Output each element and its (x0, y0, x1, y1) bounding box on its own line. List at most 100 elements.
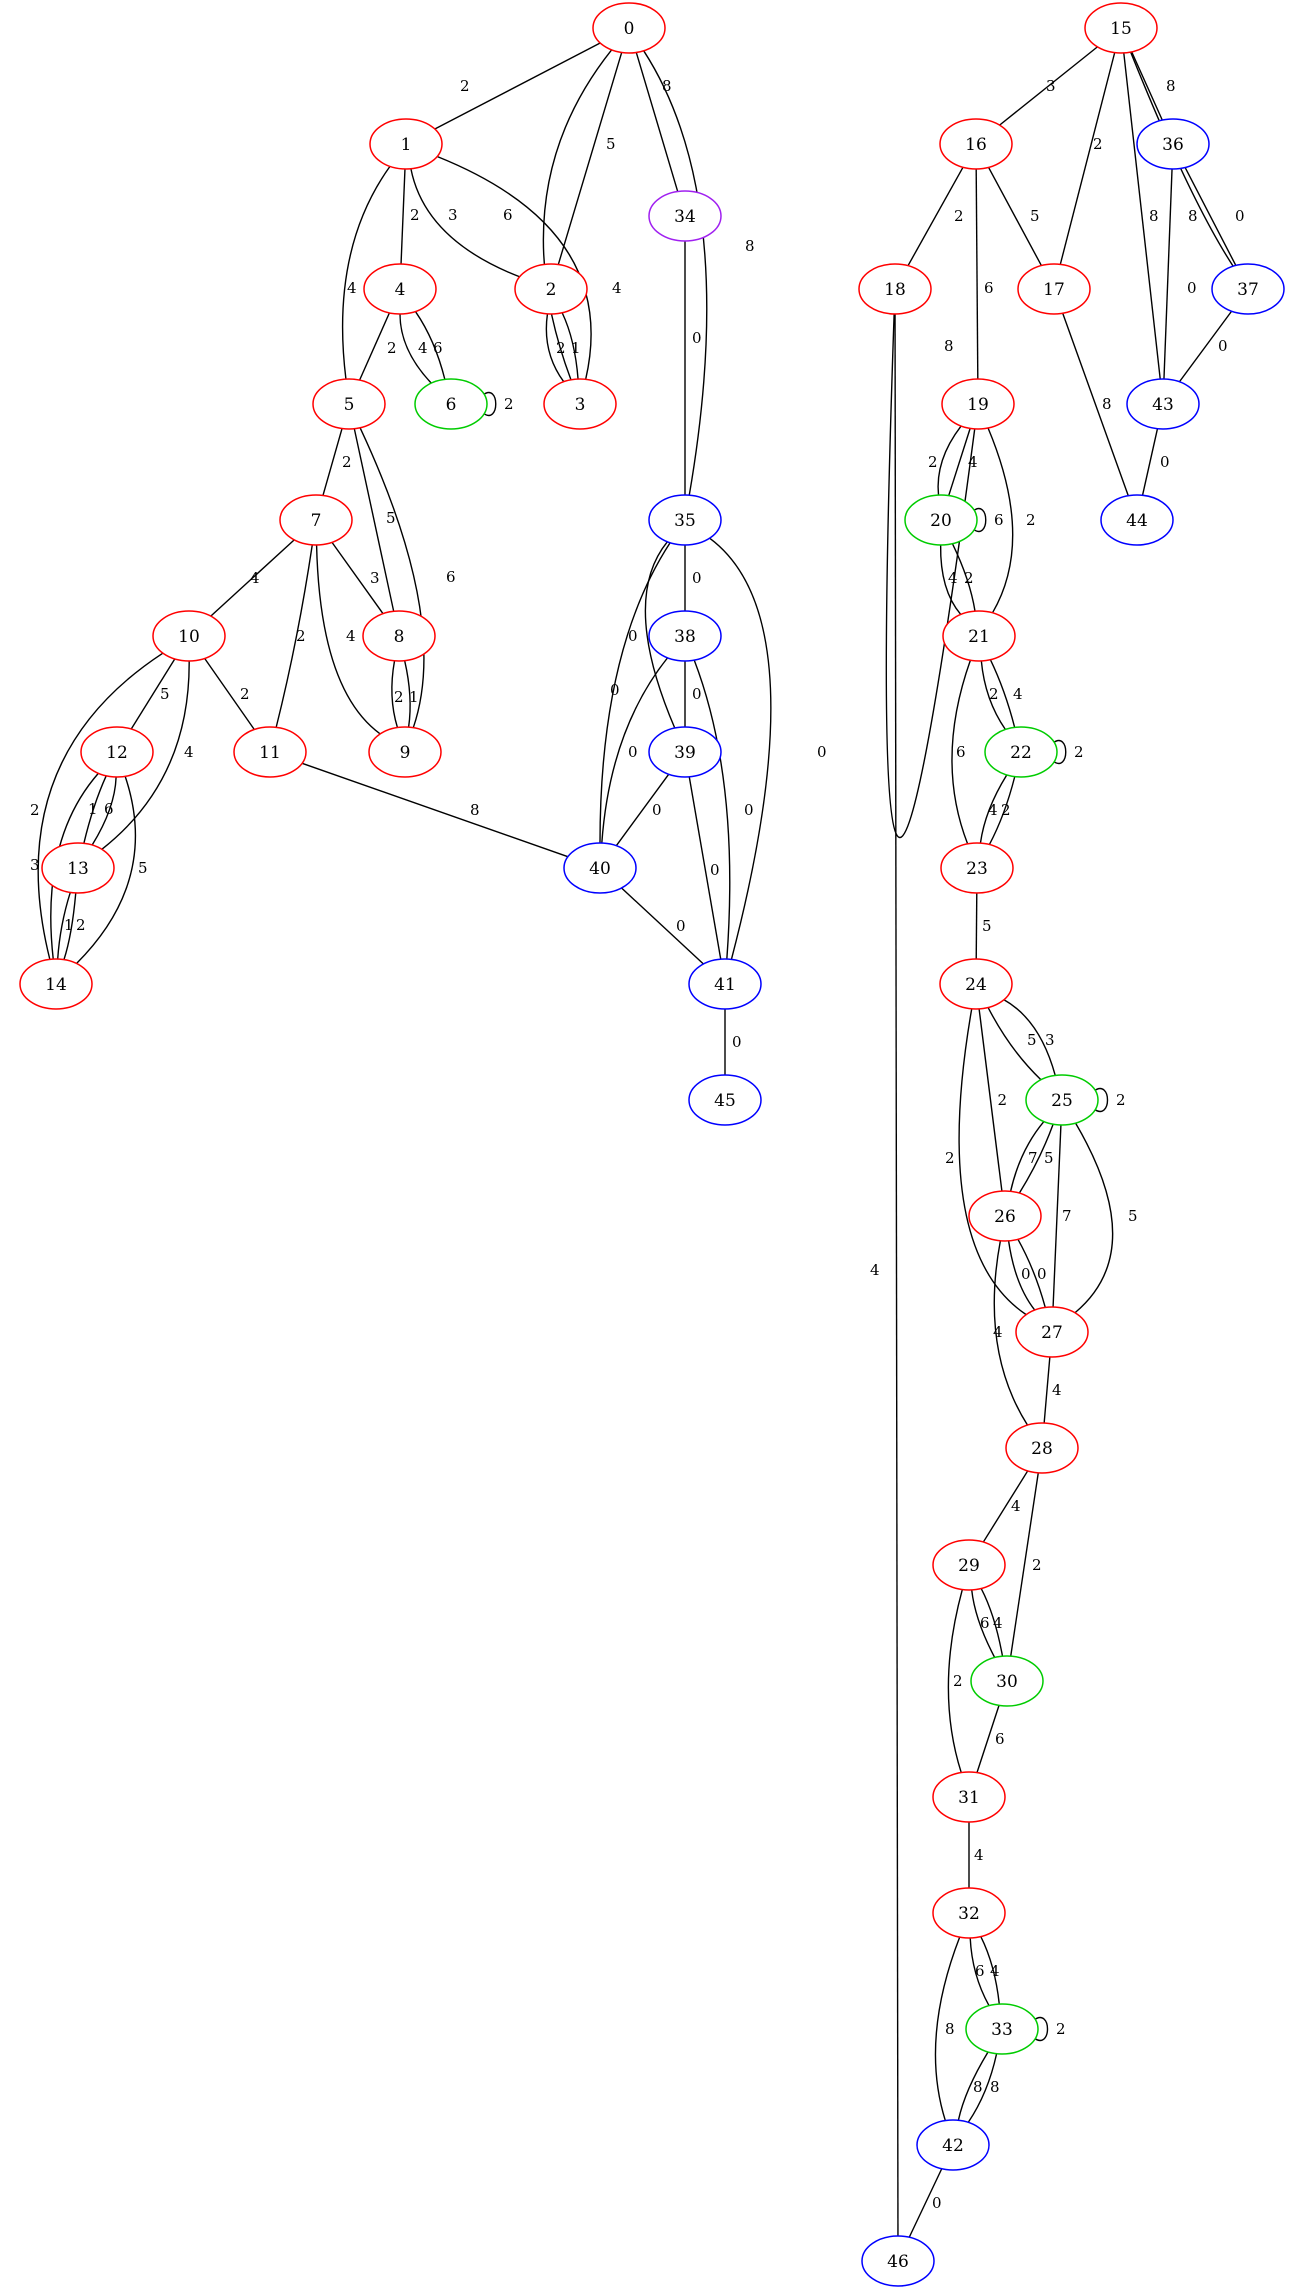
node-22: 22 (984, 726, 1058, 778)
edge-21-22: 2 (980, 660, 1006, 730)
edge-0-3: 6 (503, 49, 613, 381)
edge-line (987, 1007, 1042, 1081)
node-label: 35 (674, 511, 696, 531)
edge-line (644, 541, 676, 729)
node-label: 46 (887, 2252, 909, 2272)
node-32: 32 (932, 1887, 1006, 1939)
edge-label: 6 (433, 339, 443, 357)
node-label: 19 (967, 395, 989, 415)
edge-line (979, 774, 1008, 844)
edge-29-30: 6 (971, 1589, 996, 1658)
edge-22-23: 2 (988, 776, 1016, 845)
edge-label: 2 (460, 77, 470, 95)
node-11: 11 (233, 726, 307, 778)
edge-label: 0 (744, 801, 754, 819)
edge-31-32: 4 (968, 1822, 984, 1888)
node-30: 30 (970, 1655, 1044, 1707)
edge-line (76, 776, 137, 964)
edge-29-30: 4 (980, 1588, 1004, 1657)
node-label: 7 (311, 511, 322, 531)
edge-label: 6 (503, 206, 513, 224)
node-15: 15 (1084, 2, 1158, 54)
node-12: 12 (80, 726, 154, 778)
edge-line (958, 1008, 1027, 1316)
node-ellipse (80, 726, 154, 778)
edge-20-21: 4 (939, 544, 962, 615)
node-ellipse (1005, 1422, 1079, 1474)
edge-line (399, 313, 432, 384)
node-ellipse (858, 263, 932, 315)
node-44: 44 (1100, 494, 1174, 546)
edge-label: 4 (974, 1846, 984, 1864)
edge-line (993, 1240, 1029, 1426)
node-1: 1 (369, 118, 443, 170)
edge-35-39: 0 (628, 541, 676, 729)
node-label: 43 (1152, 395, 1174, 415)
node-label: 11 (259, 743, 281, 763)
edge-line (1003, 999, 1056, 1076)
edge-26-27: 0 (1017, 1238, 1047, 1308)
node-2: 2 (514, 263, 588, 315)
edge-33-33: 2 (1033, 2017, 1066, 2041)
edge-line (643, 50, 708, 496)
node-8: 8 (362, 610, 436, 662)
edge-line (545, 313, 565, 383)
edge-line (410, 168, 520, 278)
edge-label: 8 (944, 337, 954, 355)
edge-label: 2 (504, 395, 514, 413)
edge-label: 1 (571, 339, 581, 357)
edge-line (969, 1937, 990, 2007)
edge-line (130, 658, 176, 730)
node-label: 45 (714, 1091, 736, 1111)
edge-label: 2 (953, 1672, 963, 1690)
node-ellipse (932, 1539, 1006, 1591)
node-label: 25 (1051, 1091, 1073, 1111)
edge-label: 2 (1001, 801, 1011, 819)
edge-label: 2 (240, 685, 250, 703)
edge-label: 3 (448, 206, 458, 224)
node-ellipse (648, 726, 722, 778)
node-label: 32 (958, 1904, 980, 1924)
edge-label: 2 (1093, 135, 1103, 153)
edge-line (934, 1936, 961, 2121)
edge-line (1074, 1122, 1114, 1314)
edge-label: 2 (556, 339, 566, 357)
edge-line (482, 392, 497, 416)
node-27: 27 (1015, 1306, 1089, 1358)
node-label: 14 (45, 975, 67, 995)
edge-label: 2 (964, 569, 974, 587)
edge-27-28: 4 (1043, 1356, 1062, 1424)
edge-18-19: 4 (870, 313, 976, 1279)
node-17: 17 (1017, 263, 1091, 315)
node-ellipse (968, 1190, 1042, 1242)
edge-line (56, 892, 71, 960)
edge-line (403, 660, 411, 728)
edge-label: 2 (945, 1149, 955, 1167)
edge-line (436, 155, 592, 380)
node-label: 22 (1010, 743, 1032, 763)
edge-17-44: 8 (1062, 313, 1129, 496)
edge-12-13: 6 (91, 776, 117, 846)
node-ellipse (152, 610, 226, 662)
node-9: 9 (368, 726, 442, 778)
node-ellipse (940, 842, 1014, 894)
node-label: 18 (884, 280, 906, 300)
node-label: 38 (674, 627, 696, 647)
edge-label: 8 (470, 801, 480, 819)
node-ellipse (688, 958, 762, 1010)
edge-label: 4 (993, 1323, 1003, 1341)
edge-line (358, 312, 391, 381)
edge-35-40: 0 (599, 542, 671, 844)
edge-line (999, 46, 1098, 126)
edge-line (635, 52, 679, 192)
edge-label: 7 (1062, 1207, 1072, 1225)
edge-label: 8 (1166, 77, 1176, 95)
edge-24-25: 3 (1003, 999, 1056, 1076)
node-ellipse (41, 842, 115, 894)
node-label: 13 (67, 859, 89, 879)
edge-20-21: 2 (951, 543, 976, 612)
edge-label: 8 (1149, 207, 1159, 225)
node-label: 10 (178, 627, 200, 647)
edge-label: 6 (104, 800, 114, 818)
